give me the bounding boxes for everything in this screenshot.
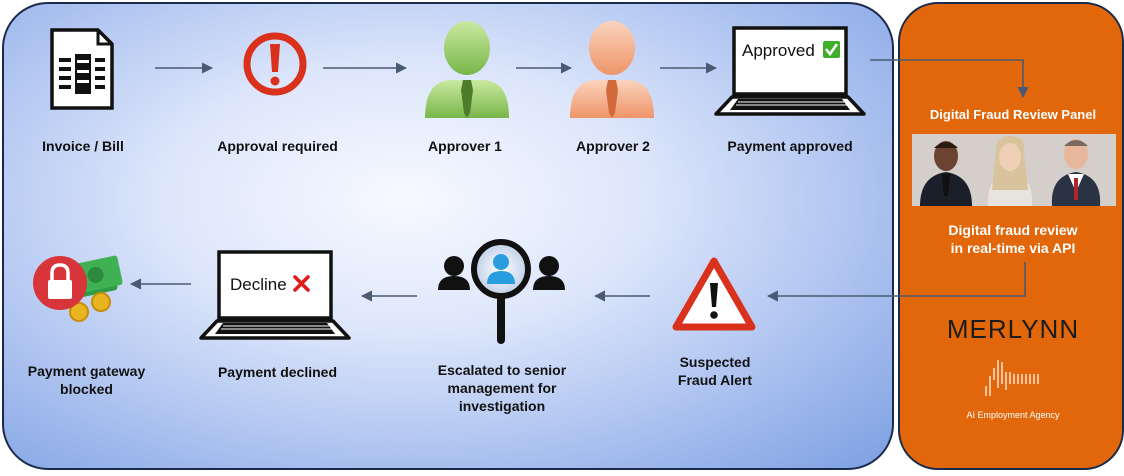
merlynn-soundwave-logo — [985, 360, 1039, 396]
review-panel-title: Digital Fraud Review Panel — [929, 107, 1097, 122]
merlynn-logo-text: MERLYNN — [946, 314, 1080, 344]
arrow-panel-to-alert — [766, 262, 1026, 302]
step-label-gateway-blocked: Payment gateway blocked — [27, 363, 146, 397]
declined-laptop-icon — [199, 250, 351, 340]
document-icon — [50, 28, 114, 110]
review-panel-description: Digital fraud review in real-time via AP… — [948, 222, 1078, 256]
decline-screen-text: Decline — [230, 275, 287, 294]
padlock-money-icon — [33, 255, 123, 322]
flow-arrows-bottom — [129, 262, 1026, 302]
step-label-fraud-alert: Suspected Fraud Alert — [677, 354, 753, 388]
step-label-invoice: Invoice / Bill — [42, 138, 124, 154]
exclamation-circle-icon — [243, 32, 307, 96]
arrow-approved-to-panel — [870, 59, 1029, 99]
fraud-review-panel — [898, 2, 1124, 470]
step-label-approval-required: Approval required — [217, 138, 338, 154]
step-label-approver1: Approver 1 — [428, 138, 502, 154]
step-label-payment-declined: Payment declined — [217, 364, 338, 380]
cross-icon — [293, 275, 310, 292]
step-label-payment-approved: Payment approved — [727, 138, 853, 154]
review-panel-photos — [912, 134, 1116, 206]
flow-arrows-top — [155, 59, 1029, 99]
panel-member-photo-2 — [987, 136, 1033, 206]
magnifier-people-icon — [438, 239, 565, 344]
step-label-escalation: Escalated to senior management for inves… — [437, 362, 567, 414]
warning-triangle-icon — [672, 257, 756, 331]
merlynn-tagline: AI Employment Agency — [966, 410, 1060, 420]
step-label-approver2: Approver 2 — [576, 138, 650, 154]
panel-member-photo-1 — [920, 141, 972, 206]
approved-laptop-icon — [714, 26, 866, 116]
panel-member-photo-3 — [1051, 139, 1101, 206]
approver2-person-icon — [570, 21, 654, 118]
approved-screen-text: Approved — [742, 41, 815, 60]
approver1-person-icon — [425, 21, 509, 118]
